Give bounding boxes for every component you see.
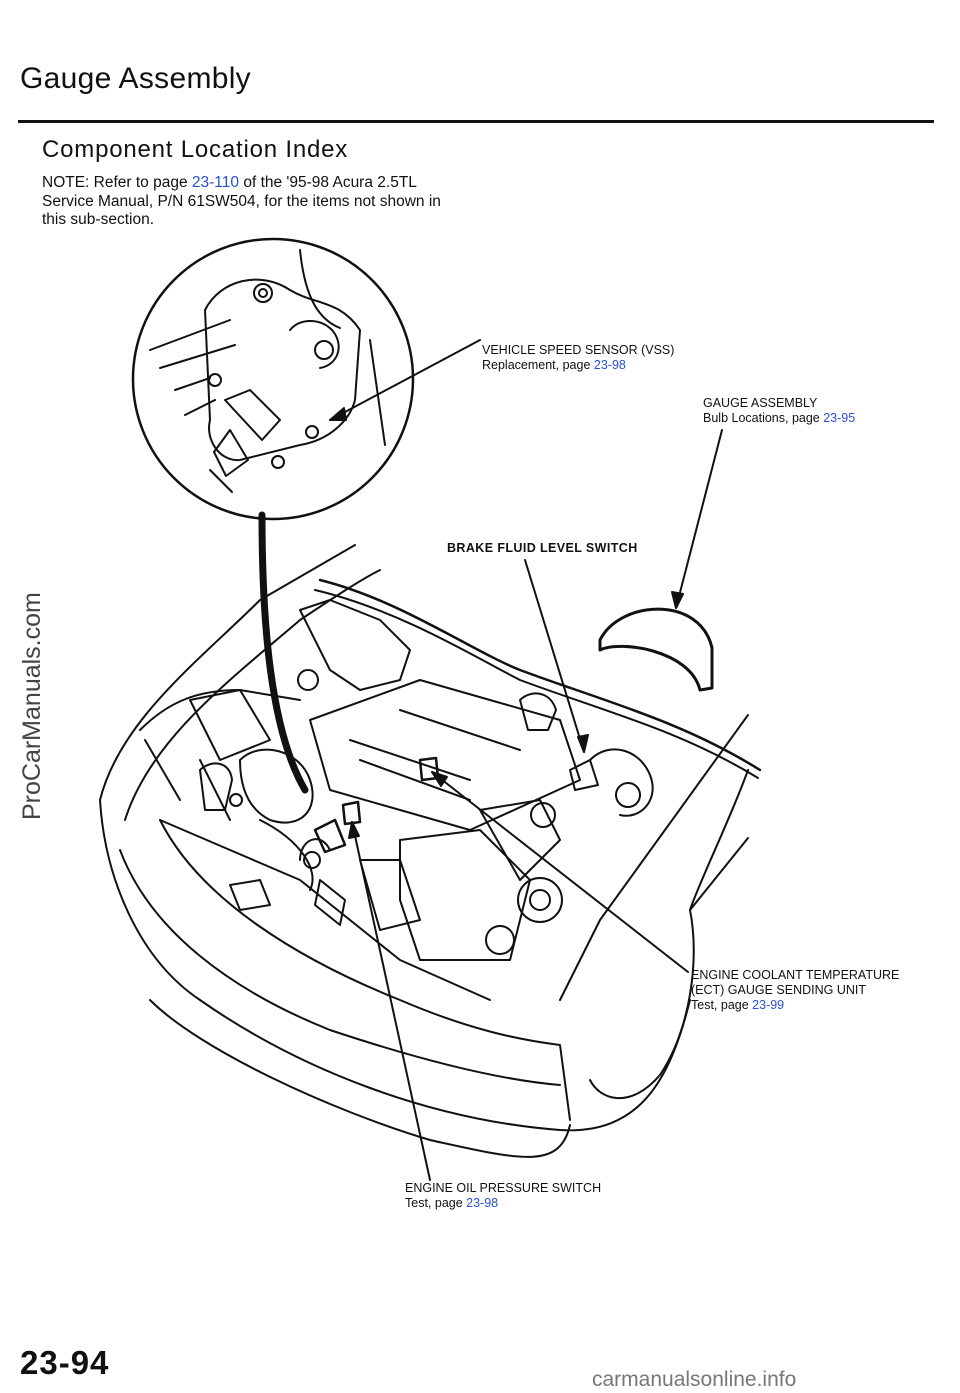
- note-suffix: of the '95-98 Acura 2.5TL Service Manual…: [42, 174, 441, 210]
- page-title: Gauge Assembly: [20, 62, 251, 95]
- ect-name-line2: (ECT) GAUGE SENDING UNIT: [691, 983, 867, 997]
- vss-detail-inset: [131, 237, 415, 521]
- ect-callout: ENGINE COOLANT TEMPERATURE (ECT) GAUGE S…: [691, 968, 899, 1013]
- vss-page-link[interactable]: 23-98: [593, 358, 626, 372]
- ect-leader: [431, 771, 689, 973]
- brake-fluid-switch-callout: BRAKE FLUID LEVEL SWITCH: [447, 541, 638, 555]
- gauge-page-link[interactable]: 23-95: [823, 411, 856, 425]
- sidebar-watermark: ProCarManuals.com: [18, 592, 46, 820]
- gauge-name: GAUGE ASSEMBLY: [703, 396, 818, 410]
- gauge-assembly-callout: GAUGE ASSEMBLY Bulb Locations, page 23-9…: [703, 396, 855, 426]
- vss-name: VEHICLE SPEED SENSOR (VSS): [482, 343, 675, 357]
- note-page-link[interactable]: 23-110: [191, 174, 240, 191]
- note-text: NOTE: Refer to page 23-110 of the '95-98…: [42, 173, 462, 211]
- oil-pressure-switch-callout: ENGINE OIL PRESSURE SWITCH Test, page 23…: [405, 1181, 601, 1211]
- ect-page-link[interactable]: 23-99: [752, 998, 785, 1012]
- page-number: 23-94: [20, 1344, 110, 1381]
- brake-switch-leader: [524, 559, 585, 753]
- oil-action: Test, page: [405, 1196, 467, 1210]
- note-line3: this sub-section.: [42, 211, 154, 228]
- footer-watermark: carmanualsonline.info: [592, 1368, 797, 1391]
- note-prefix: NOTE: Refer to page: [42, 174, 192, 191]
- oil-switch-leader: [351, 821, 431, 1181]
- section-subtitle: Component Location Index: [42, 136, 349, 163]
- vss-leader: [329, 339, 481, 421]
- ect-name-line1: ENGINE COOLANT TEMPERATURE: [691, 968, 900, 982]
- vss-action: Replacement, page: [482, 358, 594, 372]
- oil-name: ENGINE OIL PRESSURE SWITCH: [405, 1181, 602, 1195]
- vss-callout: VEHICLE SPEED SENSOR (VSS) Replacement, …: [482, 343, 674, 373]
- ect-action: Test, page: [691, 998, 753, 1012]
- gauge-leader: [675, 429, 723, 609]
- title-divider: [18, 120, 934, 123]
- oil-page-link[interactable]: 23-98: [466, 1196, 499, 1210]
- gauge-action: Bulb Locations, page: [703, 411, 824, 425]
